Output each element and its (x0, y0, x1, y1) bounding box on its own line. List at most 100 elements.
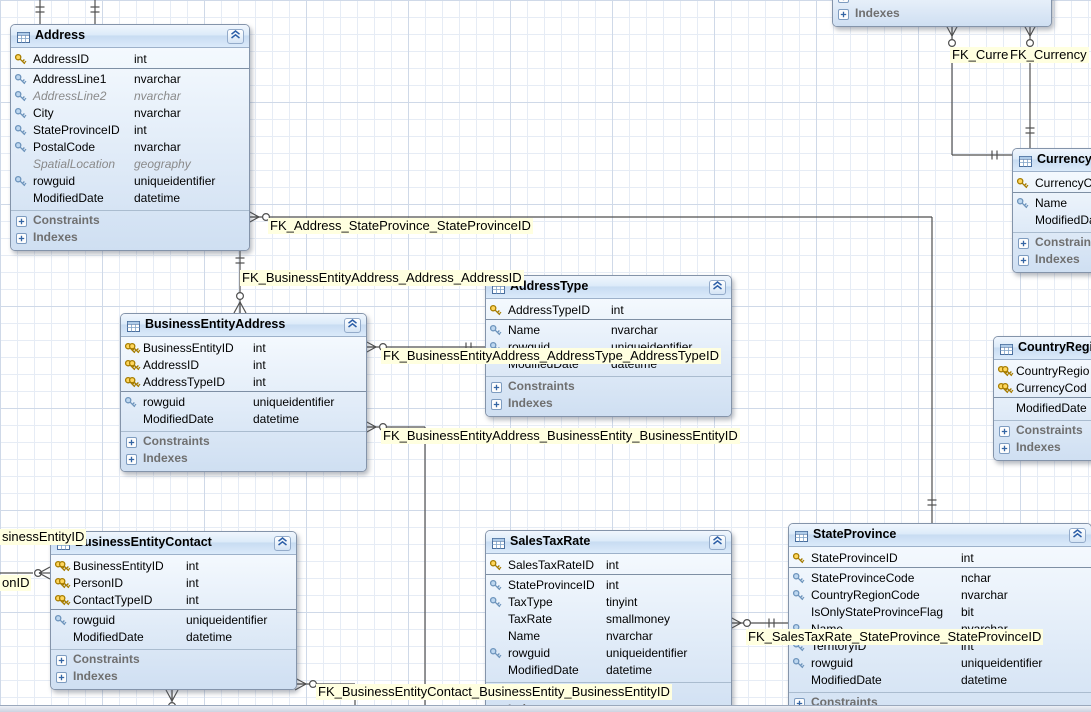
expand-plus-icon[interactable] (16, 215, 27, 227)
table-header[interactable]: SalesTaxRate (486, 531, 731, 554)
expand-plus-icon[interactable] (838, 0, 849, 3)
table-country-region-currency[interactable]: CountryRegionCurrencyCountryRegioCurrenc… (993, 336, 1091, 461)
expand-plus-icon[interactable] (491, 398, 502, 410)
collapse-button[interactable] (344, 318, 361, 333)
table-header[interactable]: StateProvince (789, 524, 1091, 547)
relationship-stub-left-1[interactable] (35, 0, 45, 24)
collapse-button[interactable] (274, 536, 291, 551)
section-constraints[interactable]: Constraints (1013, 234, 1091, 251)
section-indexes[interactable]: Indexes (11, 229, 249, 246)
section-indexes[interactable]: Indexes (51, 668, 296, 685)
fk-label[interactable]: onID (0, 575, 32, 591)
fk-label[interactable]: FK_SalesTaxRate_StateProvince_StateProvi… (746, 629, 1044, 645)
expand-plus-icon[interactable] (16, 232, 27, 244)
section-indexes[interactable]: Indexes (486, 395, 731, 412)
section-constraints[interactable]: Constraints (833, 0, 1051, 5)
column-row[interactable]: CountryRegio (994, 363, 1091, 380)
section-constraints[interactable]: Constraints (11, 212, 249, 229)
expand-plus-icon[interactable] (999, 425, 1010, 437)
collapse-button[interactable] (709, 280, 726, 295)
column-row[interactable]: Name (1013, 195, 1091, 212)
section-indexes[interactable]: Indexes (121, 450, 366, 467)
fk-label[interactable]: FK_BusinessEntityAddress_Address_Address… (240, 270, 524, 286)
horizontal-scrollbar[interactable] (0, 705, 1091, 712)
fk-label[interactable]: FK_Currency (1008, 47, 1089, 63)
fk-label[interactable]: FK_BusinessEntityContact_BusinessEntity_… (316, 684, 672, 700)
table-header[interactable]: AddressType (486, 276, 731, 299)
fk-label[interactable]: FK_BusinessEntityAddress_AddressType_Add… (381, 348, 722, 364)
table-header[interactable]: Currency (1013, 149, 1091, 172)
table-currency[interactable]: CurrencyCurrencyCoNameModifiedDaConstrai… (1012, 148, 1091, 273)
column-row[interactable]: CurrencyCo (1013, 175, 1091, 193)
column-row[interactable]: ModifiedDate (994, 400, 1091, 417)
expand-plus-icon[interactable] (1018, 254, 1029, 266)
relationship-businessentityaddress-businessentity[interactable] (364, 420, 426, 712)
section-indexes[interactable]: Indexes (1013, 251, 1091, 268)
table-header[interactable]: BusinessEntityAddress (121, 314, 366, 337)
collapse-button[interactable] (1069, 528, 1086, 543)
column-row[interactable]: CurrencyCod (994, 380, 1091, 398)
expand-plus-icon[interactable] (491, 381, 502, 393)
section-constraints[interactable]: Constraints (994, 422, 1091, 439)
relationship-currencyrate-currency-to[interactable] (1023, 24, 1037, 148)
expand-plus-icon[interactable] (126, 436, 137, 448)
relationship-currencyrate-currency-from[interactable] (945, 24, 1012, 160)
expand-plus-icon[interactable] (56, 654, 67, 666)
collapse-button[interactable] (227, 29, 244, 44)
table-header[interactable]: BusinessEntityContact (51, 532, 296, 555)
collapse-button[interactable] (709, 535, 726, 550)
expand-plus-icon[interactable] (126, 453, 137, 465)
fk-label[interactable]: FK_BusinessEntityAddress_BusinessEntity_… (381, 428, 740, 444)
expand-plus-icon[interactable] (838, 8, 849, 20)
column-row[interactable]: ModifiedDa (1013, 212, 1091, 229)
expand-plus-icon[interactable] (1018, 237, 1029, 249)
table-header[interactable]: Address (11, 25, 249, 48)
expand-plus-icon[interactable] (999, 442, 1010, 454)
section-indexes[interactable]: Indexes (994, 439, 1091, 456)
relationship-salestaxrate-stateprovince[interactable] (729, 616, 788, 630)
relationship-businessentitycontact-left-offscreen[interactable] (0, 566, 51, 580)
table-header[interactable]: CountryRegionCurrency (994, 337, 1091, 360)
section-constraints[interactable]: Constraints (486, 378, 731, 395)
expand-plus-icon[interactable] (56, 671, 67, 683)
